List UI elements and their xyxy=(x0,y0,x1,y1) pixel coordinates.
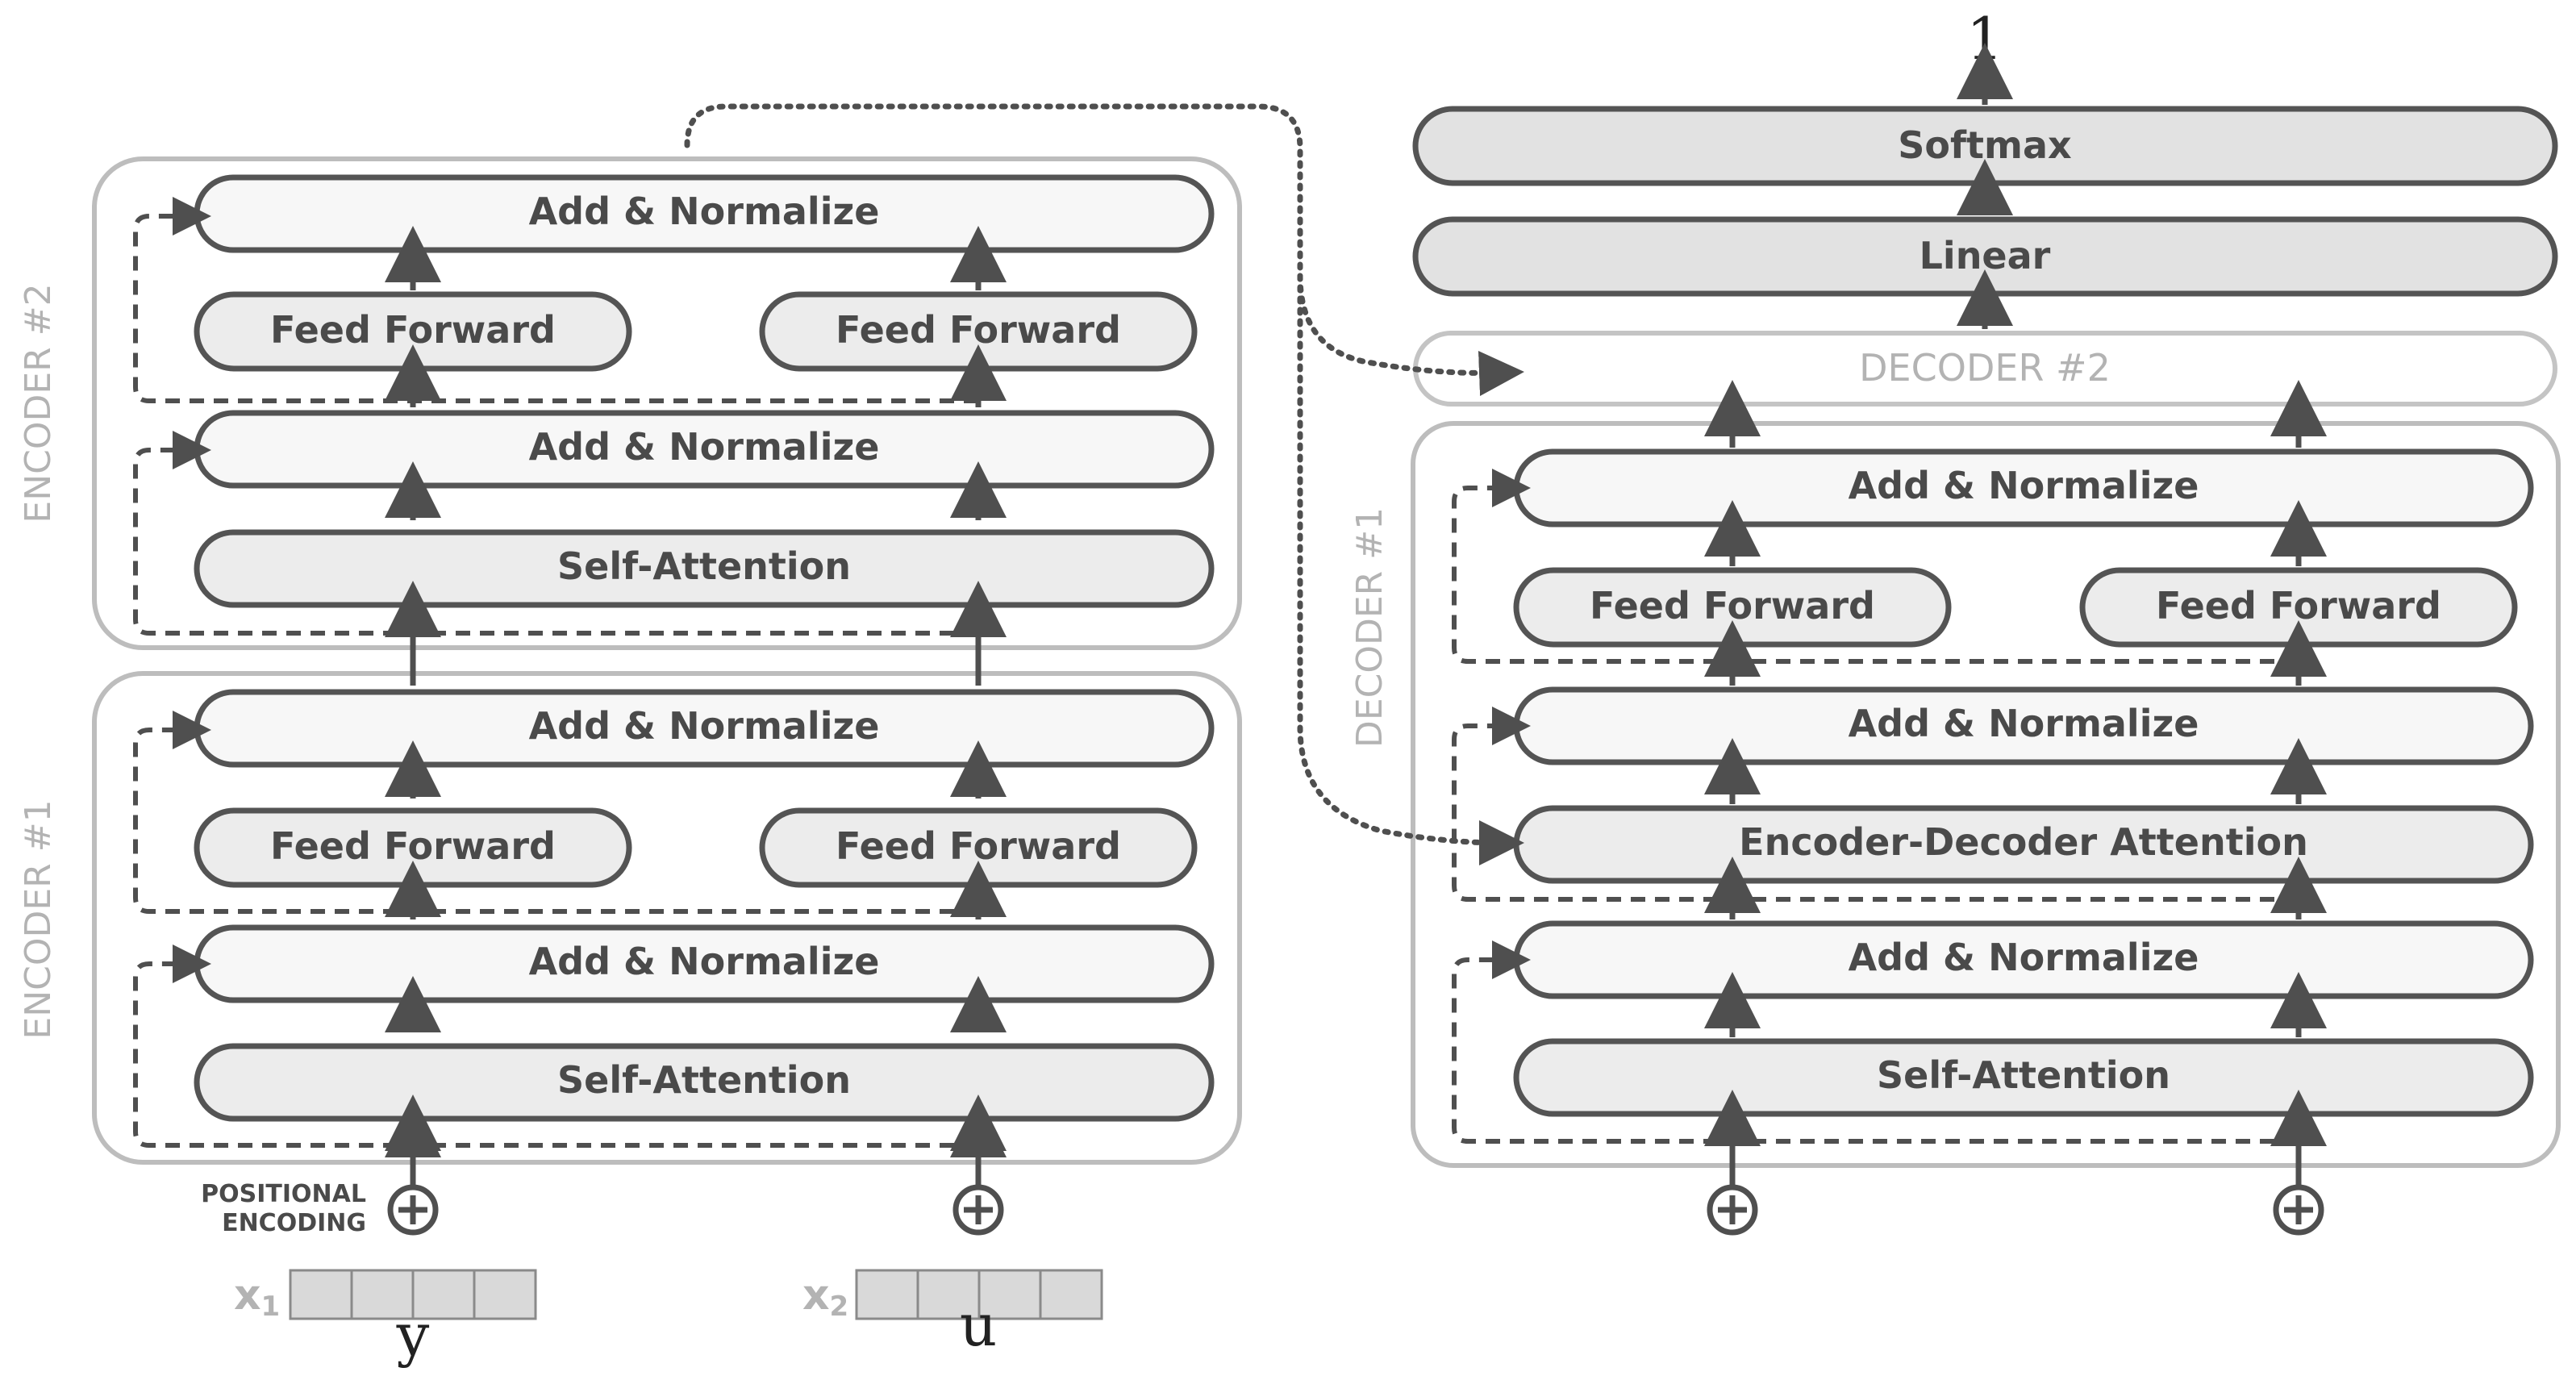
encoder2-add-normalize-mid-label: Add & Normalize xyxy=(529,425,880,469)
decoder1-feed-forward-left: Feed Forward xyxy=(1513,567,1952,648)
decoder1-add-normalize-top-label: Add & Normalize xyxy=(1849,464,2199,507)
decoder1-encoder-decoder-attention-label: Encoder-Decoder Attention xyxy=(1739,820,2308,864)
decoder1-add-normalize-1: Add & Normalize xyxy=(1513,920,2534,999)
encoder2-self-attention: Self-Attention xyxy=(194,529,1215,608)
encoder2-feed-forward-left: Feed Forward xyxy=(194,291,632,372)
decoder1-feed-forward-left-label: Feed Forward xyxy=(1590,584,1875,628)
linear-block: Linear xyxy=(1412,216,2558,297)
plus-circle-enc-left xyxy=(387,1184,439,1236)
x2-label: x2 xyxy=(802,1271,848,1323)
top-output-label: 1 xyxy=(1966,5,2003,73)
input-x2: x2 xyxy=(802,1269,1103,1323)
encoder2-feed-forward-right: Feed Forward xyxy=(759,291,1198,372)
input-x1: x1 xyxy=(234,1269,537,1323)
encoder1-add-normalize-top-label: Add & Normalize xyxy=(529,704,880,748)
encoder1-add-normalize-mid-label: Add & Normalize xyxy=(529,940,880,983)
encoder1-add-normalize-top: Add & Normalize xyxy=(194,689,1215,768)
plus-circle-enc-right xyxy=(952,1184,1004,1236)
encoder1-self-attention-label: Self-Attention xyxy=(557,1058,851,1102)
positional-encoding-label-line1: POSITIONAL xyxy=(201,1180,366,1208)
linear-label: Linear xyxy=(1919,234,2051,277)
encoder1-feed-forward-left: Feed Forward xyxy=(194,807,632,888)
decoder1-self-attention-label: Self-Attention xyxy=(1877,1053,2170,1097)
decoder2-label: DECODER #2 xyxy=(1859,346,2111,390)
encoder2-feed-forward-right-label: Feed Forward xyxy=(836,308,1121,352)
decoder1-add-normalize-2-label: Add & Normalize xyxy=(1849,702,2199,745)
encoder2-container xyxy=(92,156,1242,650)
residual-connections xyxy=(133,197,2299,1148)
decoder1-encoder-decoder-attention: Encoder-Decoder Attention xyxy=(1513,805,2534,884)
y-label: y xyxy=(396,1301,430,1369)
decoder-arrows xyxy=(1704,43,2327,1186)
x1-label: x1 xyxy=(234,1271,280,1323)
encoder2-feed-forward-left-label: Feed Forward xyxy=(270,308,556,352)
decoder1-feed-forward-right: Feed Forward xyxy=(2079,567,2518,648)
softmax-block: Softmax xyxy=(1412,106,2558,186)
decoder1-add-normalize-2: Add & Normalize xyxy=(1513,686,2534,765)
encoder-output-connection xyxy=(684,103,1524,865)
decoder1-add-normalize-1-label: Add & Normalize xyxy=(1849,936,2199,979)
plus-circle-dec-right xyxy=(2273,1184,2324,1236)
plus-circle-dec-left xyxy=(1707,1184,1758,1236)
decoder1-feed-forward-right-label: Feed Forward xyxy=(2156,584,2441,628)
encoder1-feed-forward-right-label: Feed Forward xyxy=(836,824,1121,868)
decoder2-block: DECODER #2 xyxy=(1413,331,2557,407)
encoder2-add-normalize-top-label: Add & Normalize xyxy=(529,190,880,233)
decoder1-container xyxy=(1411,421,2561,1168)
encoder2-label: ENCODER #2 xyxy=(18,283,59,523)
encoder2-add-normalize-top: Add & Normalize xyxy=(194,174,1215,253)
decoder1-self-attention: Self-Attention xyxy=(1513,1038,2534,1117)
encoder1-feed-forward-right: Feed Forward xyxy=(759,807,1198,888)
positional-encoding-label-line2: ENCODING xyxy=(222,1209,366,1237)
softmax-label: Softmax xyxy=(1898,123,2071,167)
encoder1-container xyxy=(92,671,1242,1165)
decoder1-add-normalize-top: Add & Normalize xyxy=(1513,448,2534,527)
u-label: u xyxy=(960,1291,997,1359)
encoder2-add-normalize-mid: Add & Normalize xyxy=(194,410,1215,489)
encoder1-label: ENCODER #1 xyxy=(18,799,59,1039)
encoder2-self-attention-label: Self-Attention xyxy=(557,544,851,588)
encoder1-add-normalize-mid: Add & Normalize xyxy=(194,924,1215,1003)
decoder1-label: DECODER #1 xyxy=(1349,507,1390,748)
encoder1-self-attention: Self-Attention xyxy=(194,1043,1215,1122)
encoder1-feed-forward-left-label: Feed Forward xyxy=(270,824,556,868)
